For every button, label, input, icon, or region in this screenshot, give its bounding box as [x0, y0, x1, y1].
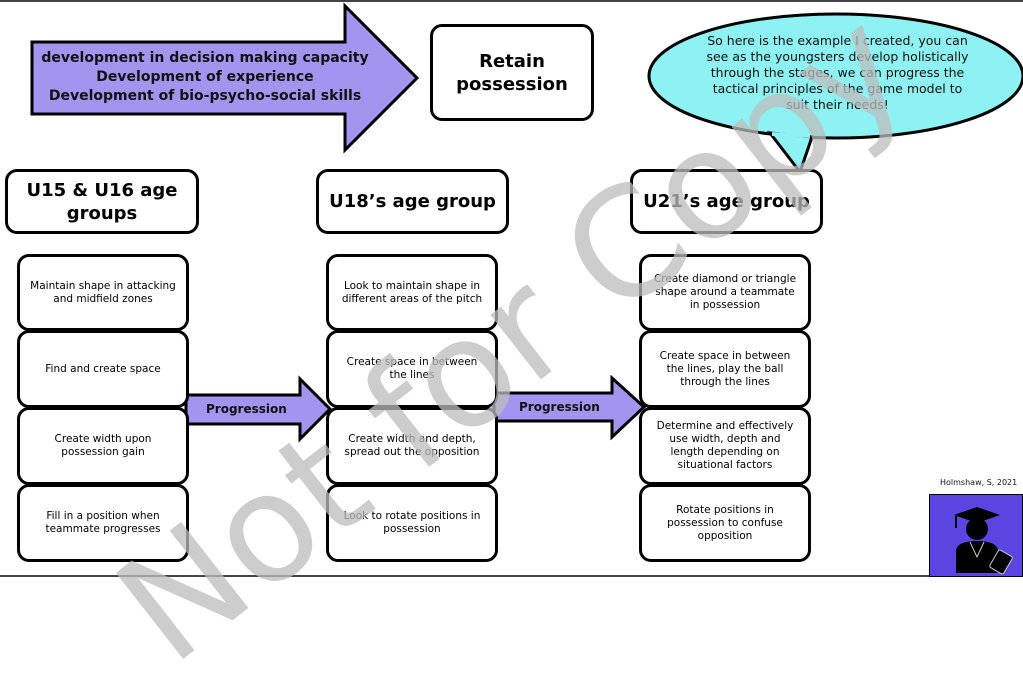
speech-bubble [647, 12, 1023, 140]
slide-frame [0, 0, 1023, 577]
arrow-line-3: Development of bio-psycho-social skills [48, 88, 362, 104]
list-item: Maintain shape in attacking and midfield… [17, 254, 189, 331]
progression-arrow-1 [184, 375, 333, 443]
column-header-u21: U21’s age group [630, 169, 823, 234]
list-item: Look to maintain shape in different area… [326, 254, 498, 331]
graduate-coach-logo [929, 494, 1023, 577]
list-item: Rotate positions in possession to confus… [639, 484, 811, 562]
list-item: Determine and effectively use width, dep… [639, 407, 811, 485]
column-header-u18: U18’s age group [316, 169, 509, 234]
shapes-layer [30, 2, 1023, 443]
arrow-line-1: development in decision making capacity [41, 50, 369, 66]
list-item: Create diamond or triangle shape around … [639, 254, 811, 331]
speech-bubble-text: So here is the example I created, you ca… [706, 33, 969, 112]
progression-label-2: Progression [519, 400, 600, 414]
list-item: Create width and depth, spread out the o… [326, 407, 498, 485]
progression-arrow-2 [492, 374, 647, 441]
graduate-icon [954, 507, 1013, 575]
goal-box: Retain possession [430, 24, 594, 121]
list-item: Create space in between the lines, play … [639, 330, 811, 408]
development-arrow-text: development in decision making capacity … [40, 49, 370, 106]
arrow-line-2: Development of experience [96, 69, 314, 85]
list-item: Fill in a position when teammate progres… [17, 484, 189, 562]
list-item: Create space in between the lines [326, 330, 498, 408]
column-header-u15-u16: U15 & U16 age groups [5, 169, 199, 234]
speech-bubble-tail [766, 131, 815, 176]
credit-text: Holmshaw, S, 2021 [940, 478, 1018, 487]
list-item: Create width upon possession gain [17, 407, 189, 485]
list-item: Look to rotate positions in possession [326, 484, 498, 562]
list-item: Find and create space [17, 330, 189, 408]
progression-label-1: Progression [206, 402, 287, 416]
development-arrow [30, 2, 420, 154]
